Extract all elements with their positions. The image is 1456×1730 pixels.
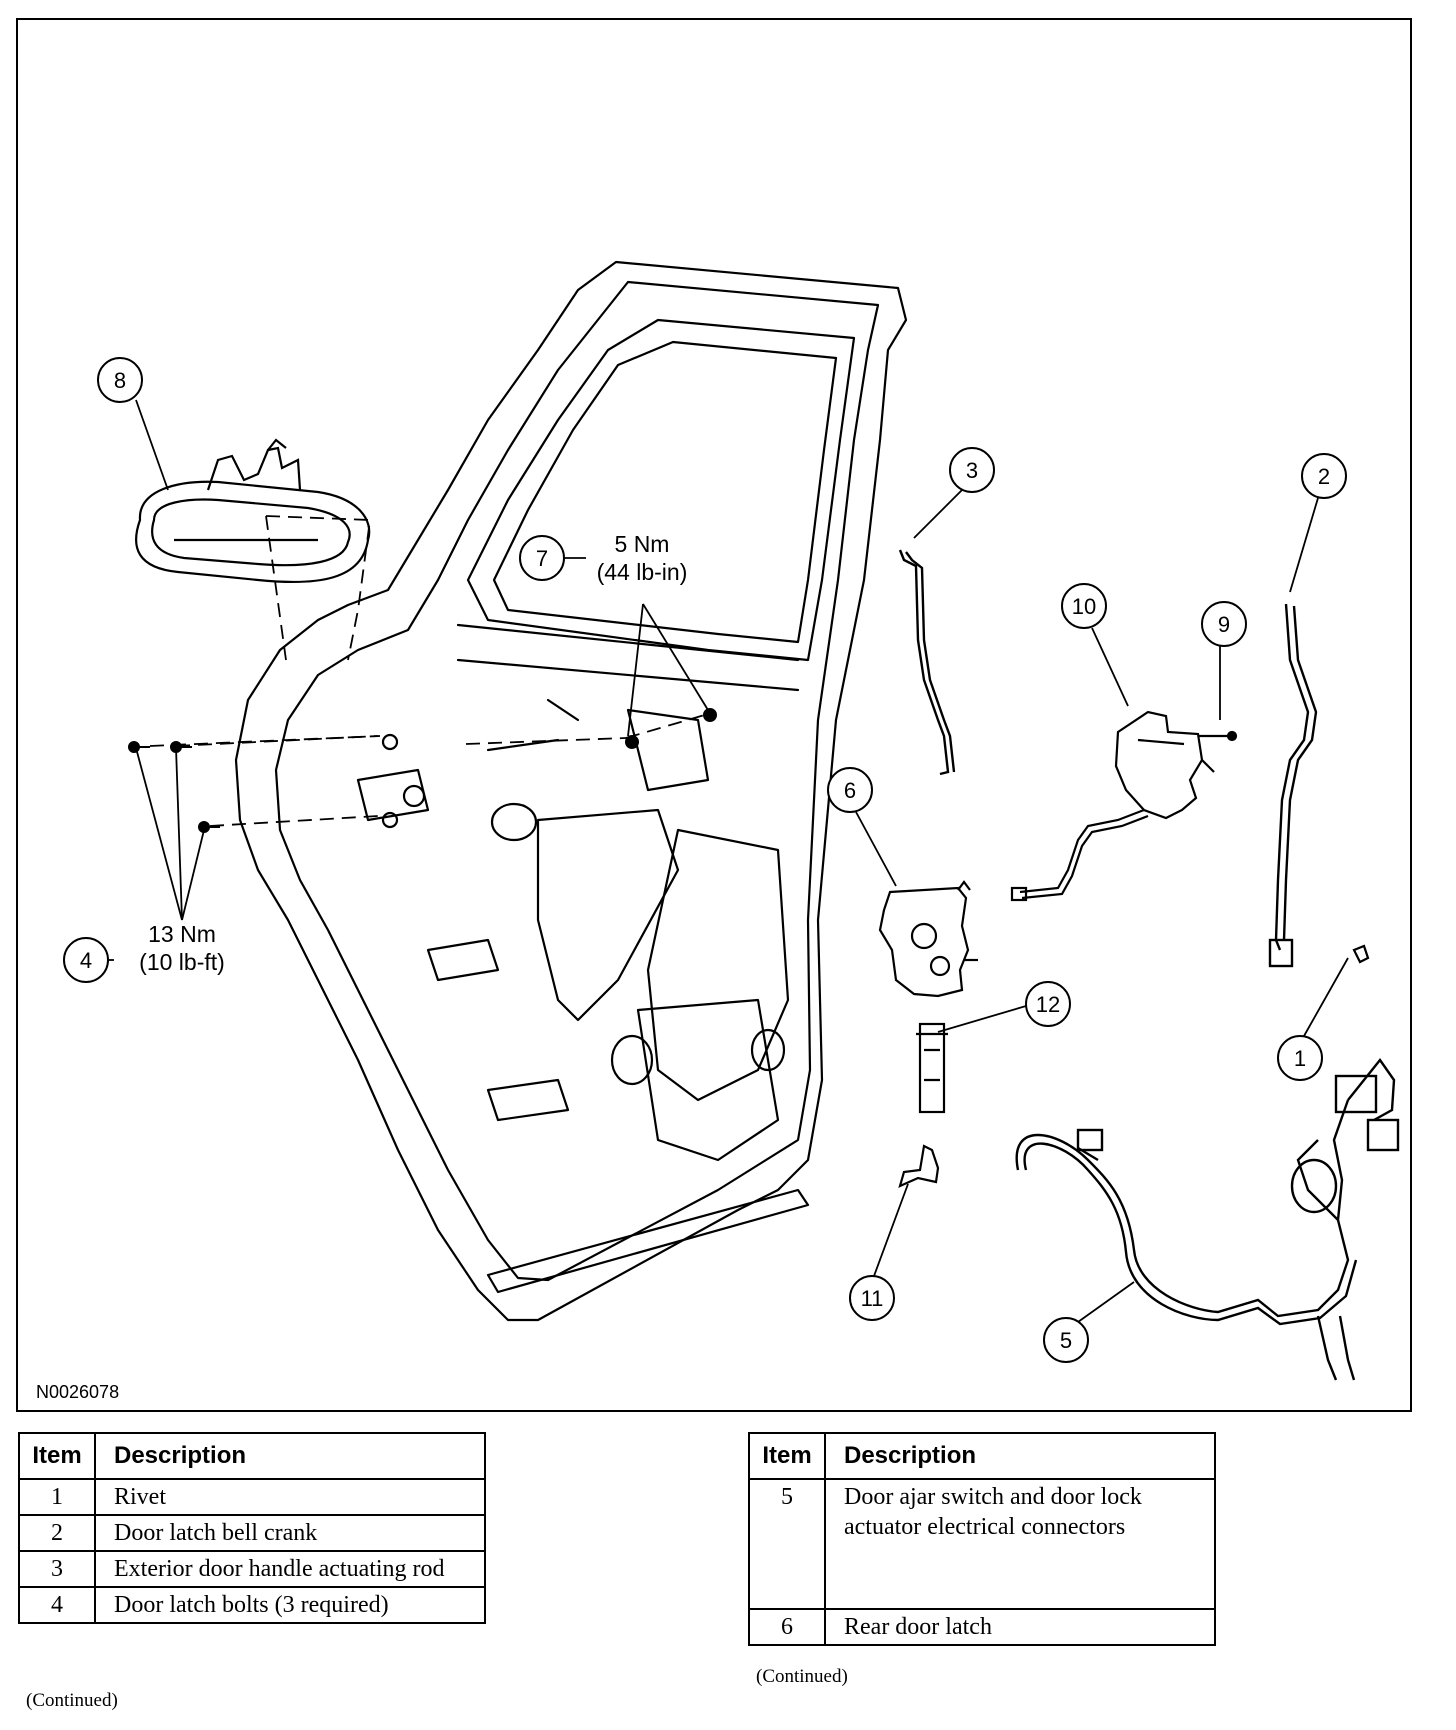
callout-label-8: 8 [114, 368, 126, 393]
legend-header-item: Item [748, 1432, 826, 1480]
torque-4-line1: 13 Nm [148, 921, 216, 947]
table-row: 4 Door latch bolts (3 required) [18, 1586, 486, 1624]
bell-crank-rod [1268, 603, 1318, 968]
callout-label-1: 1 [1294, 1046, 1306, 1071]
leader-12 [937, 1005, 1027, 1033]
legend-header-item: Item [18, 1432, 96, 1480]
legend-item-number: 2 [18, 1514, 96, 1552]
leader-3 [913, 489, 963, 539]
table-row: 2 Door latch bell crank [18, 1514, 486, 1552]
figure-id-label: N0026078 [36, 1382, 120, 1402]
legend-item-number: 5 [748, 1478, 826, 1610]
legend-item-description: Door latch bell crank [94, 1514, 486, 1552]
lock-actuator [1010, 710, 1215, 902]
leader-1 [1303, 957, 1349, 1037]
callout-label-9: 9 [1218, 612, 1230, 637]
rivet [1352, 944, 1370, 964]
torque-7-line1: 5 Nm [615, 531, 670, 557]
torque-4-line2: (10 lb-ft) [139, 949, 225, 975]
torque-7-line2: (44 lb-in) [597, 559, 688, 585]
legend-item-description: Door ajar switch and door lock actuator … [824, 1478, 1216, 1610]
legend-table-left: Item Description 1 Rivet 2 Door latch be… [18, 1432, 486, 1624]
leader-6 [855, 811, 897, 887]
table-row: 5 Door ajar switch and door lock actuato… [748, 1478, 1216, 1610]
legend-header-description: Description [94, 1432, 486, 1480]
leader-8 [135, 399, 169, 491]
table-row: 1 Rivet [18, 1478, 486, 1516]
callout-label-10: 10 [1072, 594, 1096, 619]
callout-circle-7 [519, 535, 565, 581]
callout-label-4: 4 [80, 948, 92, 973]
legend-item-number: 4 [18, 1586, 96, 1624]
exploded-view-figure: 8 7 4 3 2 10 9 6 12 1 11 5 5 Nm (44 lb-i… [16, 18, 1412, 1412]
leader-4c [175, 747, 183, 921]
continued-note-right: (Continued) [756, 1666, 848, 1687]
callout-circle-8 [97, 357, 143, 403]
door-shell-outline [234, 260, 908, 1322]
callout-label-11: 11 [861, 1286, 884, 1311]
window-opening [466, 318, 856, 662]
callout-circle-11 [849, 1275, 895, 1321]
legend-header-row: Item Description [748, 1432, 1216, 1480]
leader-7a [627, 603, 644, 737]
leader-4d [181, 829, 205, 921]
door-ajar-switch [916, 1022, 948, 1114]
door-diagram-svg: 8 7 4 3 2 10 9 6 12 1 11 5 5 Nm (44 lb-i… [63, 260, 1400, 1381]
legend-item-description: Exterior door handle actuating rod [94, 1550, 486, 1588]
callout-circle-12 [1025, 981, 1071, 1027]
clip-11 [898, 1144, 940, 1188]
callout-circle-1 [1277, 1035, 1323, 1081]
leader-5 [1077, 1281, 1135, 1323]
exterior-handle [135, 438, 371, 584]
callout-label-3: 3 [966, 458, 978, 483]
leader-11 [873, 1183, 909, 1277]
legend-item-description: Rivet [94, 1478, 486, 1516]
door-inner-frame [274, 280, 880, 1282]
callout-label-12: 12 [1036, 992, 1060, 1017]
legend-item-number: 1 [18, 1478, 96, 1516]
callout-circle-4 [63, 937, 109, 983]
callout-circle-10 [1061, 583, 1107, 629]
trim-bolts [625, 708, 717, 749]
wiring-harness [1015, 1057, 1400, 1381]
table-row: 3 Exterior door handle actuating rod [18, 1550, 486, 1588]
leader-10 [1091, 627, 1129, 707]
leader-2 [1289, 497, 1319, 593]
callout-label-2: 2 [1318, 464, 1330, 489]
leader-7b [642, 603, 709, 711]
legend-header-description: Description [824, 1432, 1216, 1480]
legend-header-row: Item Description [18, 1432, 486, 1480]
callout-circle-6 [827, 767, 873, 813]
continued-note-left: (Continued) [26, 1690, 118, 1711]
screw-9 [1198, 730, 1238, 742]
legend-item-description: Rear door latch [824, 1608, 1216, 1646]
callout-circle-9 [1201, 601, 1247, 647]
latch-bolts [128, 741, 220, 833]
rear-door-latch [878, 880, 978, 998]
callout-circle-3 [949, 447, 995, 493]
actuating-rod [898, 549, 956, 776]
callout-circle-5 [1043, 1317, 1089, 1363]
callout-label-5: 5 [1060, 1328, 1072, 1353]
leader-4b [135, 747, 183, 921]
callout-label-7: 7 [536, 546, 548, 571]
legend-item-number: 6 [748, 1608, 826, 1646]
callout-label-6: 6 [844, 778, 856, 803]
callout-circle-2 [1301, 453, 1347, 499]
legend-item-description: Door latch bolts (3 required) [94, 1586, 486, 1624]
legend-table-right: Item Description 5 Door ajar switch and … [748, 1432, 1216, 1646]
table-row: 6 Rear door latch [748, 1608, 1216, 1646]
legend-item-number: 3 [18, 1550, 96, 1588]
callouts [63, 357, 1347, 1363]
